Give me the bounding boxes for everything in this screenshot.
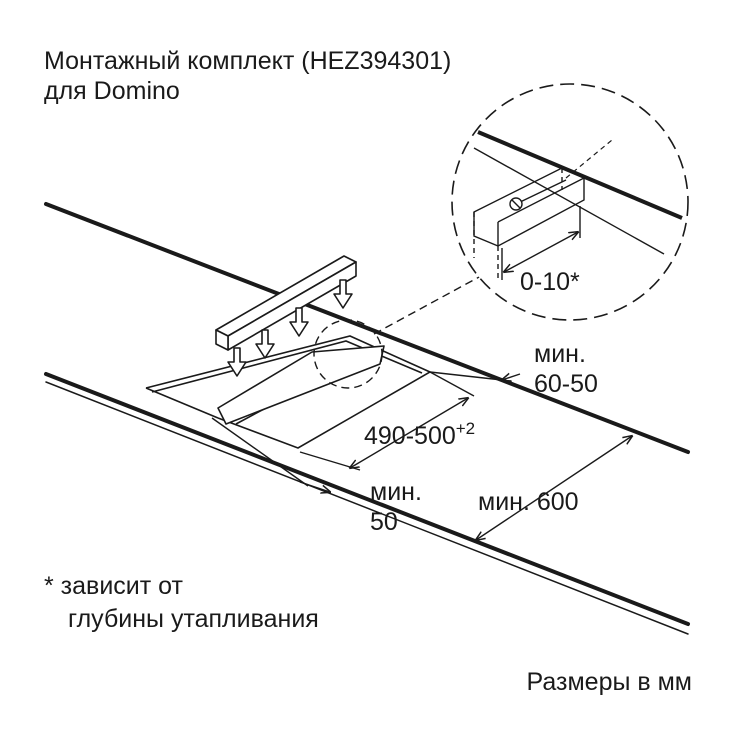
cutout-depth-dim-line	[350, 398, 468, 468]
bar-front-face	[227, 261, 357, 351]
detail-dim-line	[504, 232, 578, 272]
title-line-2: для Domino	[44, 77, 180, 105]
detail-worktop-bottom	[473, 147, 665, 255]
dim-right-edge	[429, 371, 521, 380]
right-min-value: 60-50	[534, 370, 598, 398]
detail-leader-line	[373, 269, 493, 335]
front-min-word: мин.	[370, 478, 422, 506]
front-min-value: 50	[370, 508, 398, 536]
detail-worktop-top	[477, 130, 683, 220]
bar-end-face	[215, 329, 229, 351]
title-line-1: Монтажный комплект (HEZ394301)	[44, 47, 452, 75]
bracket-edge	[497, 177, 585, 246]
cutout-inner	[151, 340, 423, 393]
dim-cutout-depth	[299, 371, 475, 471]
detail-gap-label: 0-10*	[520, 268, 580, 296]
cutout-depth-tolerance: +2	[456, 419, 475, 438]
insertion-arrows	[227, 279, 353, 377]
diagram-title: Монтажный комплект (HEZ394301) для Domin…	[44, 46, 451, 106]
worktop-depth-dim-line	[476, 436, 632, 540]
screw-icon	[509, 179, 567, 211]
insert-arrow-2	[255, 329, 275, 359]
worktop-front-edge-inner	[45, 381, 689, 635]
right-min-word: мин.	[534, 340, 586, 368]
front-dim-line	[299, 481, 330, 492]
worktop-back-edge	[44, 202, 690, 454]
insert-arrow-3	[289, 307, 309, 337]
detail-view: 0-10*	[451, 83, 689, 321]
dim-worktop-depth	[476, 436, 632, 540]
footnote: * зависит от глубины утапливания	[44, 570, 319, 636]
insert-arrow-1	[227, 347, 247, 377]
worktop-depth-label: мин. 600	[478, 488, 579, 516]
cutout-left-wall	[145, 387, 219, 419]
footnote-line-2: глубины утапливания	[68, 605, 319, 633]
detail-marker-circle	[313, 319, 383, 389]
cutout-depth-value: 490-500	[364, 422, 456, 450]
mounting-bar	[215, 255, 385, 425]
dim-front-edge	[211, 417, 330, 492]
detail-dimension	[501, 206, 581, 280]
cutout-depth-label: 490-500+2	[364, 419, 475, 450]
detail-bracket	[473, 167, 585, 278]
units-note: Размеры в мм	[526, 668, 692, 696]
insert-arrow-4	[333, 279, 353, 309]
bracket-hidden-edges	[473, 168, 563, 278]
footnote-line-1: * зависит от	[44, 572, 183, 600]
worktop-outline	[44, 202, 690, 635]
worktop-front-edge	[44, 372, 690, 626]
detail-hidden-leader	[565, 139, 613, 179]
